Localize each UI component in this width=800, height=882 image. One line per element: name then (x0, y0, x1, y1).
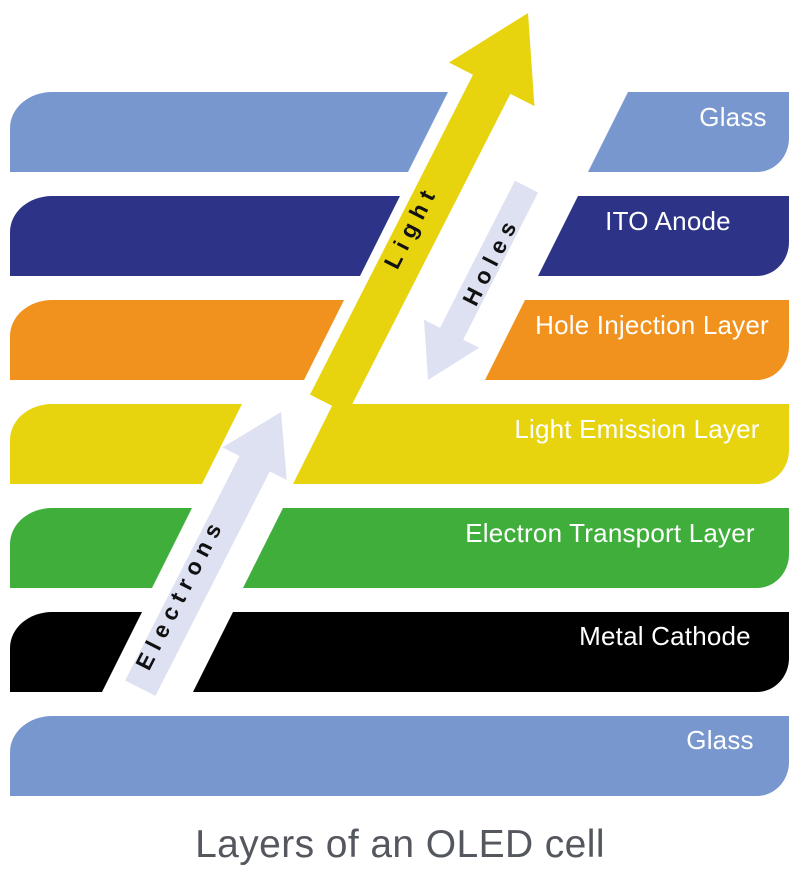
layer-label-ito-anode: ITO Anode (605, 206, 731, 236)
layer-ito-anode-left-piece (10, 196, 400, 276)
layer-glass-top-right-piece (588, 92, 789, 172)
layer-label-glass-top: Glass (699, 102, 766, 132)
diagram-title: Layers of an OLED cell (195, 823, 605, 866)
layer-light-emission (10, 404, 789, 484)
layer-glass-top (10, 92, 789, 172)
layer-label-light-emission: Light Emission Layer (514, 414, 759, 444)
layer-light-emission-right-piece (293, 404, 789, 484)
layer-metal-cathode-left-piece (10, 612, 142, 692)
layer-glass-bottom (10, 716, 789, 796)
layer-hole-injection (10, 300, 789, 380)
layer-glass-top-left-piece (10, 92, 448, 172)
light-arrow-shape (309, 13, 535, 414)
layer-ito-anode-right-piece (538, 196, 789, 276)
layer-label-metal-cathode: Metal Cathode (579, 621, 751, 651)
layer-electron-transport (10, 508, 789, 588)
layer-ito-anode (10, 196, 789, 276)
layer-metal-cathode (10, 612, 789, 692)
holes-arrow-label: Holes (457, 211, 524, 310)
layer-hole-injection-left-piece (10, 300, 344, 380)
layer-electron-transport-right-piece (243, 508, 789, 588)
layer-label-electron-transport: Electron Transport Layer (465, 518, 755, 548)
layer-label-glass-bottom: Glass (686, 725, 753, 755)
electrons-arrow-shape (125, 412, 287, 696)
holes-arrow (423, 180, 539, 380)
layer-metal-cathode-right-piece (193, 612, 789, 692)
layer-light-emission-left-piece (10, 404, 242, 484)
layer-hole-injection-right-piece (485, 300, 789, 380)
light-arrow (309, 13, 535, 414)
layer-label-hole-injection: Hole Injection Layer (535, 310, 769, 340)
holes-arrow-shape (423, 180, 539, 380)
electrons-arrow (125, 412, 287, 696)
layer-electron-transport-left-piece (10, 508, 192, 588)
